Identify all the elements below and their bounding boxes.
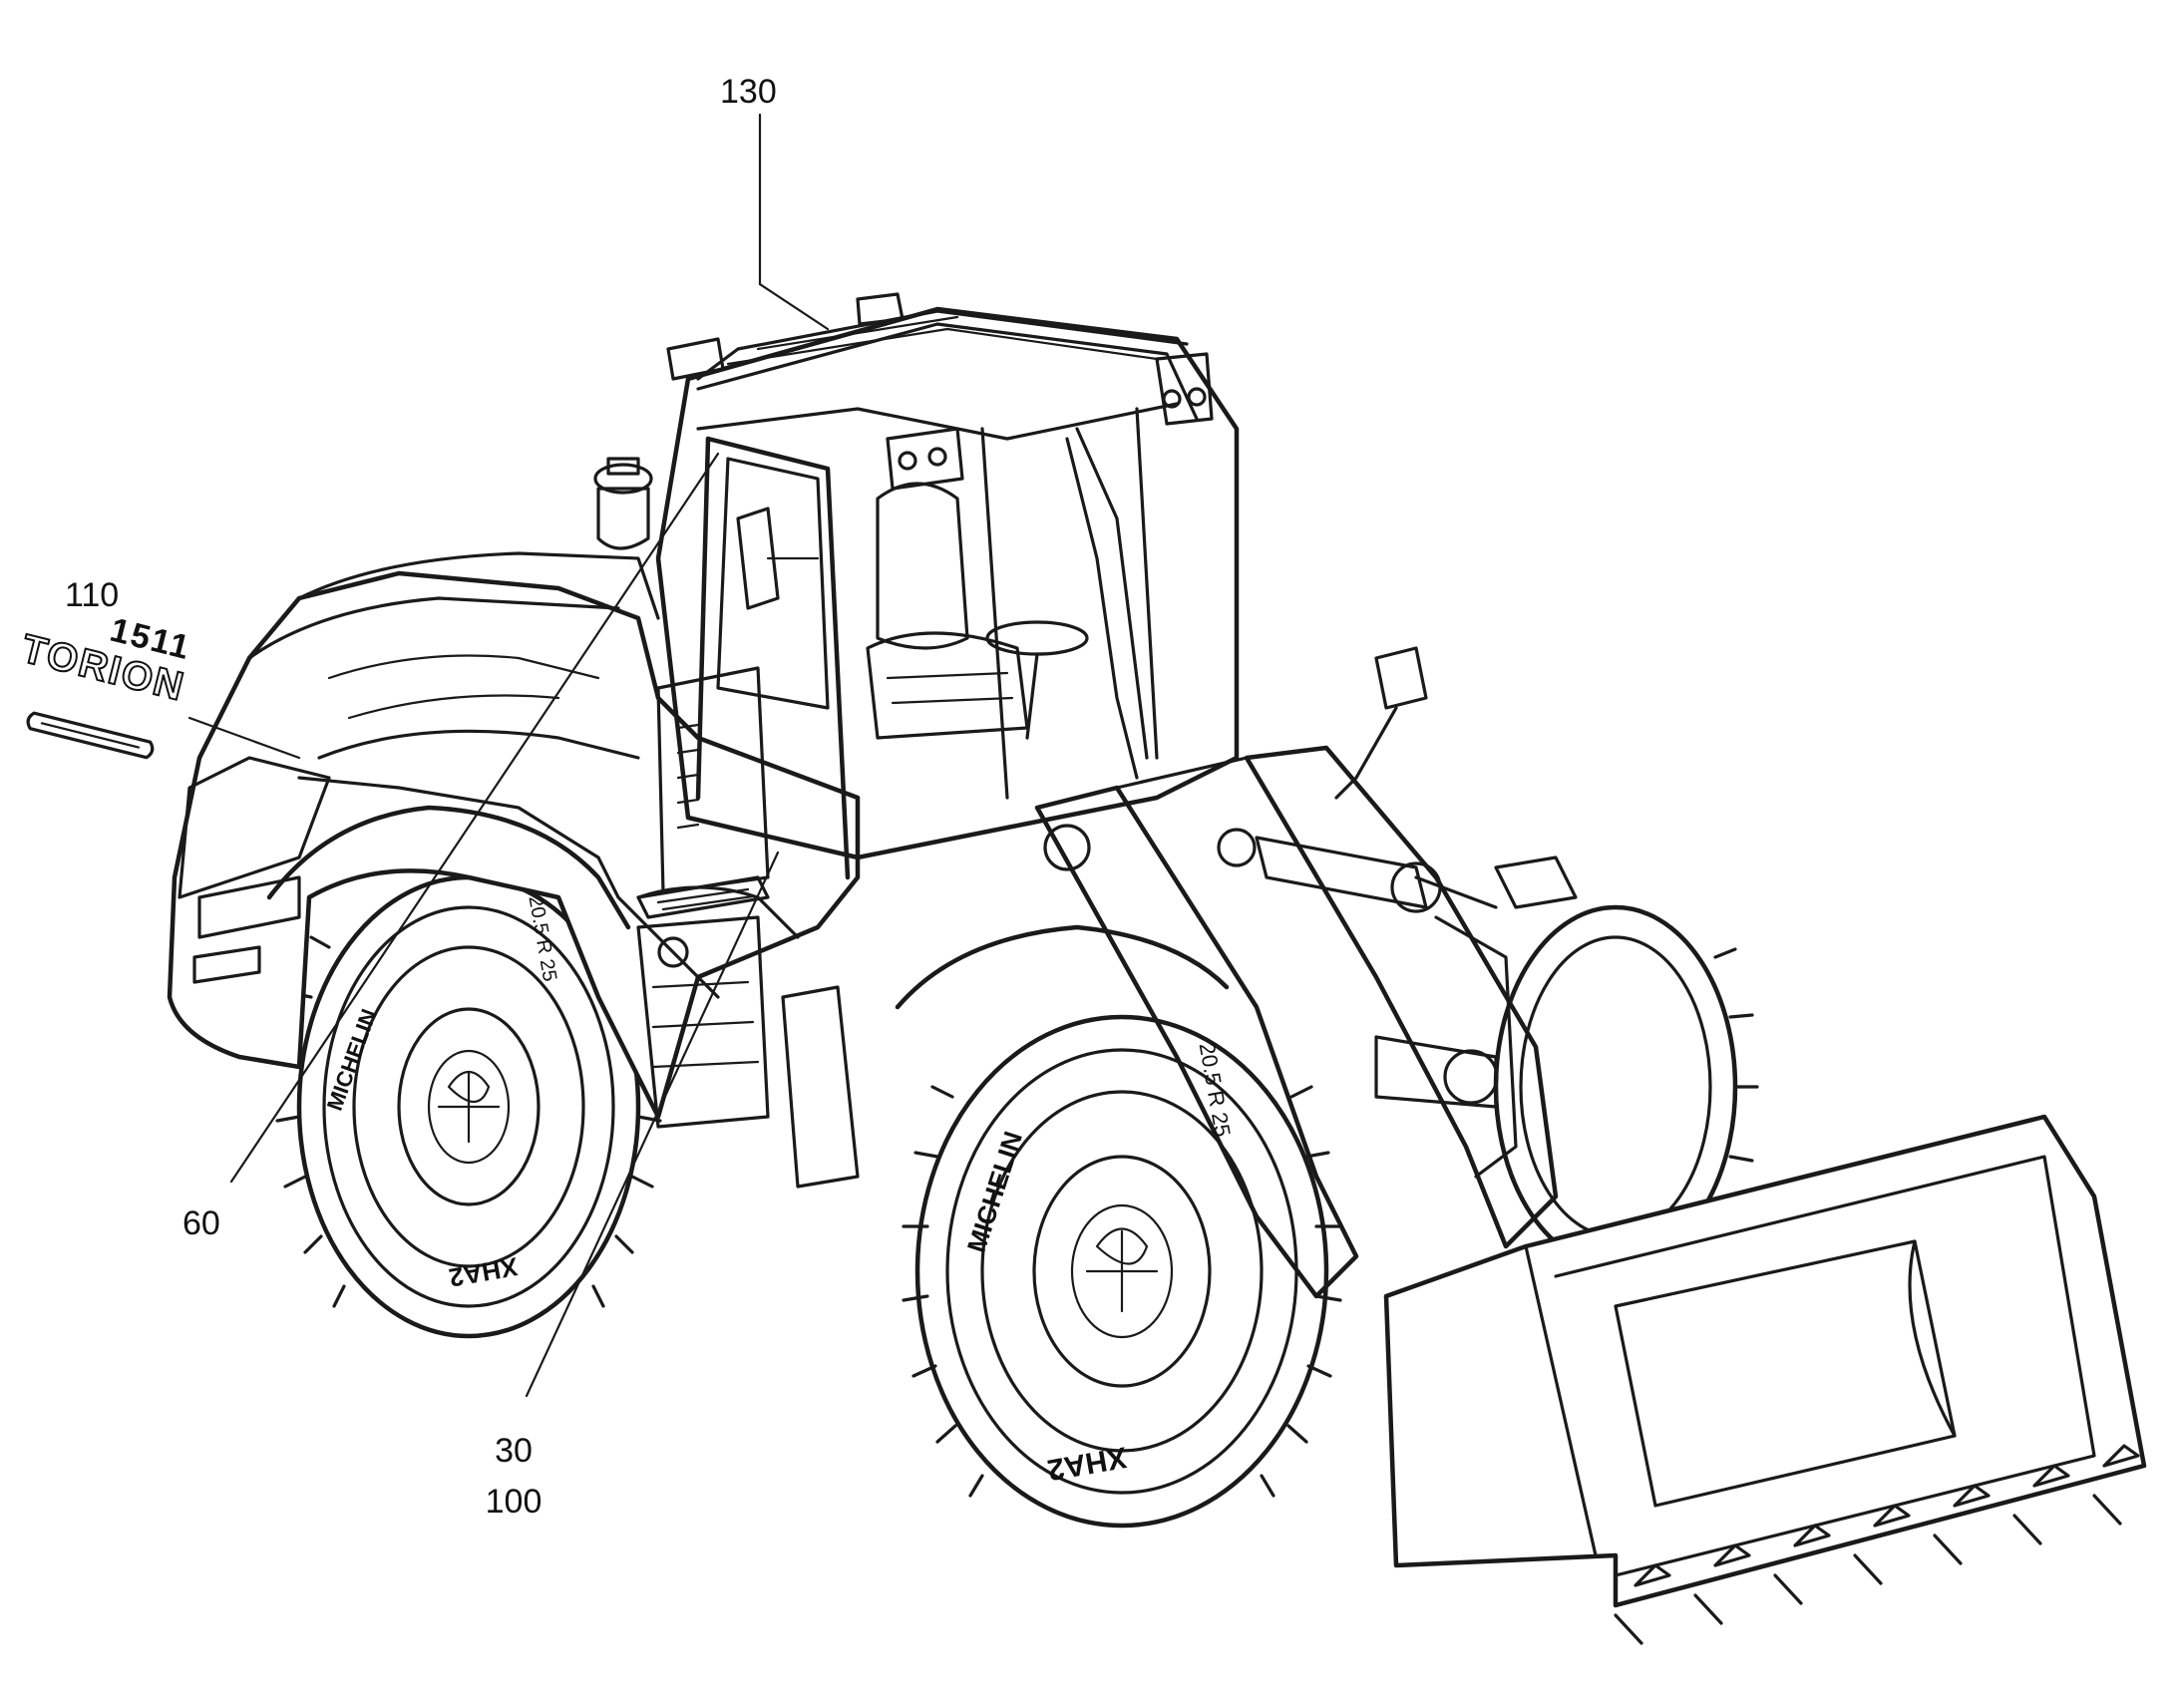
callout-110: 110	[65, 576, 120, 614]
callout-30-100: 30 100	[469, 1426, 558, 1528]
leader-130b	[758, 282, 830, 331]
callout-130: 130	[720, 73, 777, 111]
callout-30: 30	[495, 1432, 533, 1470]
rear-body	[167, 457, 861, 1129]
leader-110	[187, 716, 301, 760]
bucket	[1383, 1114, 2147, 1645]
callout-100: 100	[485, 1483, 543, 1521]
front-wheel	[902, 1014, 1342, 1529]
callout-60: 60	[182, 1204, 220, 1242]
access-steps	[636, 875, 860, 1189]
torion-badge	[26, 711, 155, 760]
leader-30-100	[525, 851, 780, 1398]
leader-60	[229, 452, 720, 1184]
loader-arms	[895, 745, 1578, 1299]
cab	[655, 292, 1428, 894]
